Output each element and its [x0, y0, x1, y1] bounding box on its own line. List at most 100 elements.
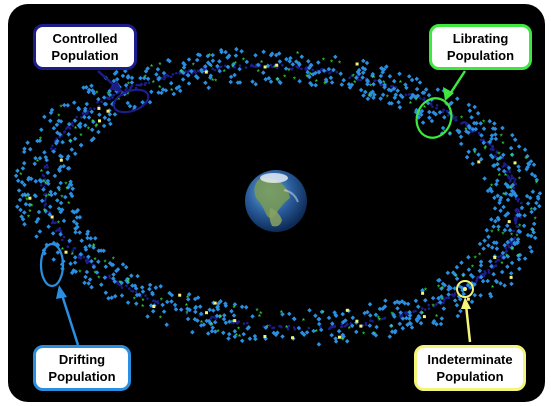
librating-object: * [94, 270, 97, 279]
librating-object: * [266, 323, 269, 332]
drifting-object [330, 321, 335, 326]
drifting-object [61, 218, 67, 224]
controlled-object [147, 81, 151, 85]
drifting-object [77, 230, 82, 235]
librating-object: * [78, 269, 81, 278]
controlled-population-label: Controlled Population [33, 24, 137, 70]
drifting-object [235, 80, 241, 85]
drifting-object [96, 259, 101, 264]
indeterminate-object [28, 196, 32, 200]
controlled-object [169, 75, 173, 79]
drifting-object [103, 264, 109, 269]
drifting-object [58, 119, 64, 124]
controlled-object [211, 67, 214, 71]
librating-object: * [293, 76, 296, 85]
drifting-object [84, 85, 89, 90]
drifting-object [15, 178, 21, 183]
controlled-object [300, 67, 303, 71]
librating-object: * [67, 200, 70, 209]
controlled-object [51, 218, 55, 222]
controlled-object [42, 174, 45, 178]
drifting-object [57, 168, 62, 173]
drifting-object [180, 70, 186, 75]
librating-object: * [517, 252, 520, 261]
drifting-object [373, 333, 379, 338]
librating-object: * [40, 168, 43, 177]
controlled-object [271, 65, 274, 69]
librating-object: * [210, 64, 213, 73]
drifting-object [493, 278, 499, 284]
drifting-object [341, 334, 346, 339]
librating-object: * [437, 284, 440, 293]
drifting-object [187, 307, 192, 313]
drifting-object [60, 139, 65, 145]
drifting-object [25, 192, 31, 197]
drifting-object [86, 87, 92, 93]
drifting-object [82, 280, 87, 286]
librating-object: * [74, 125, 77, 134]
controlled-object [359, 78, 363, 82]
drifting-object [221, 316, 227, 322]
drifting-object [277, 59, 283, 64]
drifting-object [74, 215, 80, 220]
drifting-object [150, 291, 155, 297]
controlled-object [492, 148, 495, 152]
librating-object: * [47, 192, 50, 201]
drifting-object [466, 267, 472, 272]
drifting-object [45, 170, 51, 175]
controlled-object [427, 307, 431, 310]
drifting-object [32, 161, 37, 167]
controlled-object [293, 328, 297, 331]
controlled-object [209, 317, 213, 320]
controlled-object [404, 313, 408, 316]
controlled-object [232, 321, 236, 325]
drifting-object [418, 320, 424, 326]
controlled-object [128, 287, 131, 290]
drifting-object [517, 266, 522, 272]
controlled-object [513, 180, 516, 184]
controlled-object [43, 193, 46, 196]
drifting-object [509, 260, 515, 266]
librating-object: * [42, 178, 45, 187]
drifting-object [505, 211, 511, 216]
drifting-object [21, 160, 27, 166]
controlled-object [442, 297, 445, 301]
controlled-object [491, 146, 495, 149]
controlled-object [513, 218, 517, 221]
drifting-object [93, 236, 98, 241]
drifting-object [392, 95, 398, 100]
drifting-object [326, 315, 332, 321]
drifting-object [393, 328, 398, 334]
librating-region-highlight [415, 97, 453, 139]
drifting-object [107, 88, 112, 94]
librating-object: * [509, 185, 512, 194]
drifting-object [89, 127, 95, 133]
drifting-object [147, 282, 153, 288]
drifting-object [85, 235, 90, 241]
controlled-object [328, 327, 331, 331]
drifting-object [383, 298, 388, 303]
controlled-object [350, 74, 354, 78]
drifting-object [72, 210, 77, 215]
librating-object: * [117, 96, 120, 105]
librating-object: * [217, 328, 220, 337]
librating-object: * [258, 313, 261, 322]
drifting-object [495, 156, 501, 162]
librating-object: * [338, 60, 341, 69]
indeterminate-object [178, 293, 182, 297]
drifting-object [414, 76, 420, 82]
librating-object: * [285, 324, 288, 333]
drifting-object [120, 73, 126, 79]
drifting-object [68, 138, 73, 144]
drifting-object [145, 66, 150, 71]
drifting-object [446, 284, 452, 289]
drifting-object [423, 298, 428, 303]
controlled-object [349, 322, 353, 325]
controlled-object [487, 271, 491, 274]
drifting-object [83, 247, 89, 252]
drifting-object [206, 85, 211, 91]
controlled-object [135, 83, 139, 87]
librating-object: * [200, 319, 203, 328]
librating-object: * [280, 309, 283, 318]
librating-object: * [60, 104, 63, 113]
